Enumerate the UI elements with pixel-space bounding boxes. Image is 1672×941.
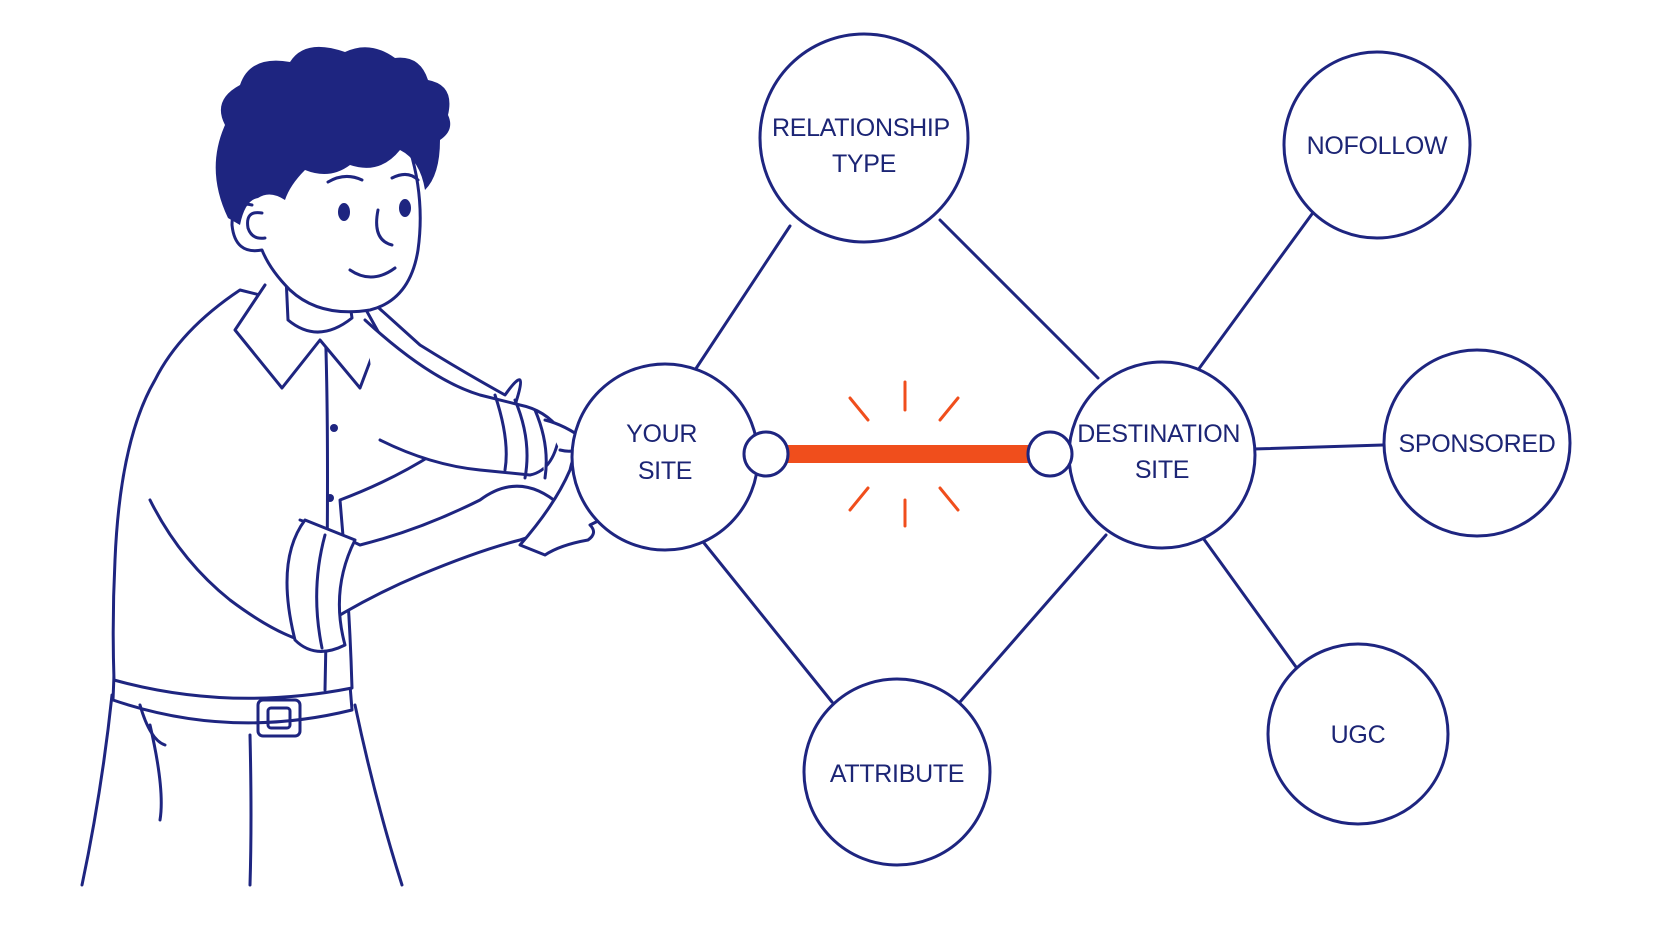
spark-top-right — [938, 396, 960, 422]
node-circle — [758, 32, 970, 244]
node-label: NOFOLLOW — [1307, 132, 1448, 160]
node-circle — [1266, 642, 1450, 826]
belt-buckle — [256, 698, 302, 738]
edge-destination-nofollow — [1196, 212, 1314, 372]
link-connector-right — [1026, 430, 1074, 478]
node-label: ATTRIBUTE — [830, 760, 964, 788]
sleeve-cuff-fold — [315, 533, 327, 650]
eyebrow-right — [390, 173, 420, 182]
node-relationship-type[interactable]: RELATIONSHIP TYPE — [758, 32, 970, 244]
link-connection — [742, 380, 1074, 528]
edge-destination-ugc — [1201, 536, 1298, 669]
node-label: DESTINATION SITE — [1077, 420, 1247, 484]
front-arm — [148, 484, 562, 642]
node-circle — [1382, 348, 1572, 538]
person-illustration — [80, 46, 612, 887]
spark-lines — [848, 380, 960, 528]
edge-yoursite-attribute — [698, 536, 834, 704]
node-circle — [1067, 360, 1257, 550]
sleeve-cuff-back — [493, 393, 548, 480]
node-label: RELATIONSHIP TYPE — [772, 114, 956, 178]
edge-yoursite-relationship — [693, 224, 792, 372]
spark-bottom-left — [848, 486, 870, 512]
node-label: SPONSORED — [1398, 430, 1555, 458]
trousers-outline — [80, 693, 404, 887]
edge-destination-sponsored — [1251, 443, 1385, 451]
edge-attribute-destination — [958, 533, 1108, 704]
nose — [375, 208, 394, 247]
hair — [215, 46, 451, 226]
mouth — [348, 266, 397, 279]
eye-left — [338, 203, 350, 221]
edge-relationship-destination — [938, 218, 1100, 380]
eye-right — [399, 199, 411, 217]
shirt-button-2 — [326, 494, 334, 502]
node-nofollow[interactable]: NOFOLLOW — [1282, 50, 1472, 240]
link-connector-left — [742, 430, 790, 478]
node-sponsored[interactable]: SPONSORED — [1382, 348, 1572, 538]
node-your-site[interactable]: YOUR SITE — [570, 362, 760, 552]
node-destination-site[interactable]: DESTINATION SITE — [1067, 360, 1257, 550]
node-label: YOUR SITE — [626, 420, 704, 485]
spark-bottom-right — [938, 486, 960, 512]
node-circle — [802, 677, 992, 867]
node-ugc[interactable]: UGC — [1266, 642, 1450, 826]
node-attribute[interactable]: ATTRIBUTE — [802, 677, 992, 867]
ear — [246, 211, 267, 240]
belt-buckle-inner — [266, 706, 292, 730]
spark-top-left — [848, 396, 870, 422]
shirt-button-1 — [330, 424, 338, 432]
connector-lines — [693, 212, 1385, 704]
pocket-line — [138, 703, 167, 747]
node-label: UGC — [1331, 721, 1386, 749]
eyebrow-left — [326, 175, 364, 184]
node-circle — [1282, 50, 1472, 240]
sleeve-cuff-front — [285, 518, 357, 653]
